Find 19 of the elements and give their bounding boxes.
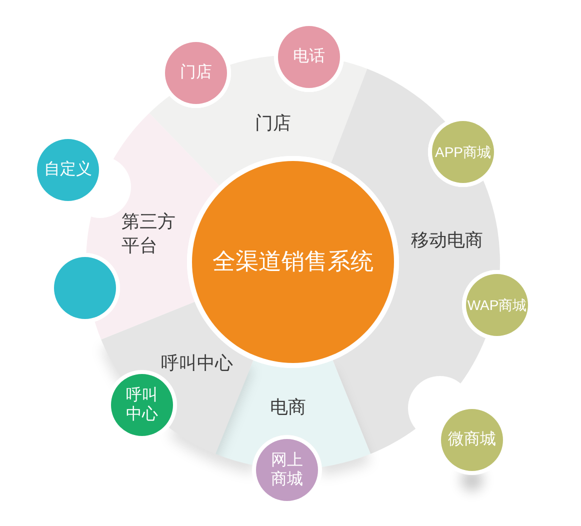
channel-circle [256, 439, 318, 501]
channel-circle [466, 274, 528, 336]
channel-circle [278, 26, 340, 88]
channel-label: 网上商城 [270, 450, 304, 490]
channel-label: APP商城 [434, 144, 491, 160]
segment-label: 电商 [270, 396, 306, 419]
channel-label: 微商城 [448, 430, 496, 450]
channel-circle [165, 42, 227, 104]
hub-label: 全渠道销售系统 [212, 248, 374, 276]
segment-label: 移动电商 [411, 228, 483, 252]
segment-label: 呼叫中心 [161, 352, 233, 375]
segment-label: 门店 [255, 112, 291, 135]
channel-label: 呼叫中心 [125, 386, 159, 424]
channel-circle [54, 257, 116, 319]
channel-label: 门店 [180, 63, 212, 83]
channel-label: 电话 [293, 47, 325, 67]
channel-label: WAP商城 [467, 296, 527, 314]
segment-label: 第三方平台 [122, 210, 177, 258]
channel-label: 自定义 [44, 160, 92, 180]
